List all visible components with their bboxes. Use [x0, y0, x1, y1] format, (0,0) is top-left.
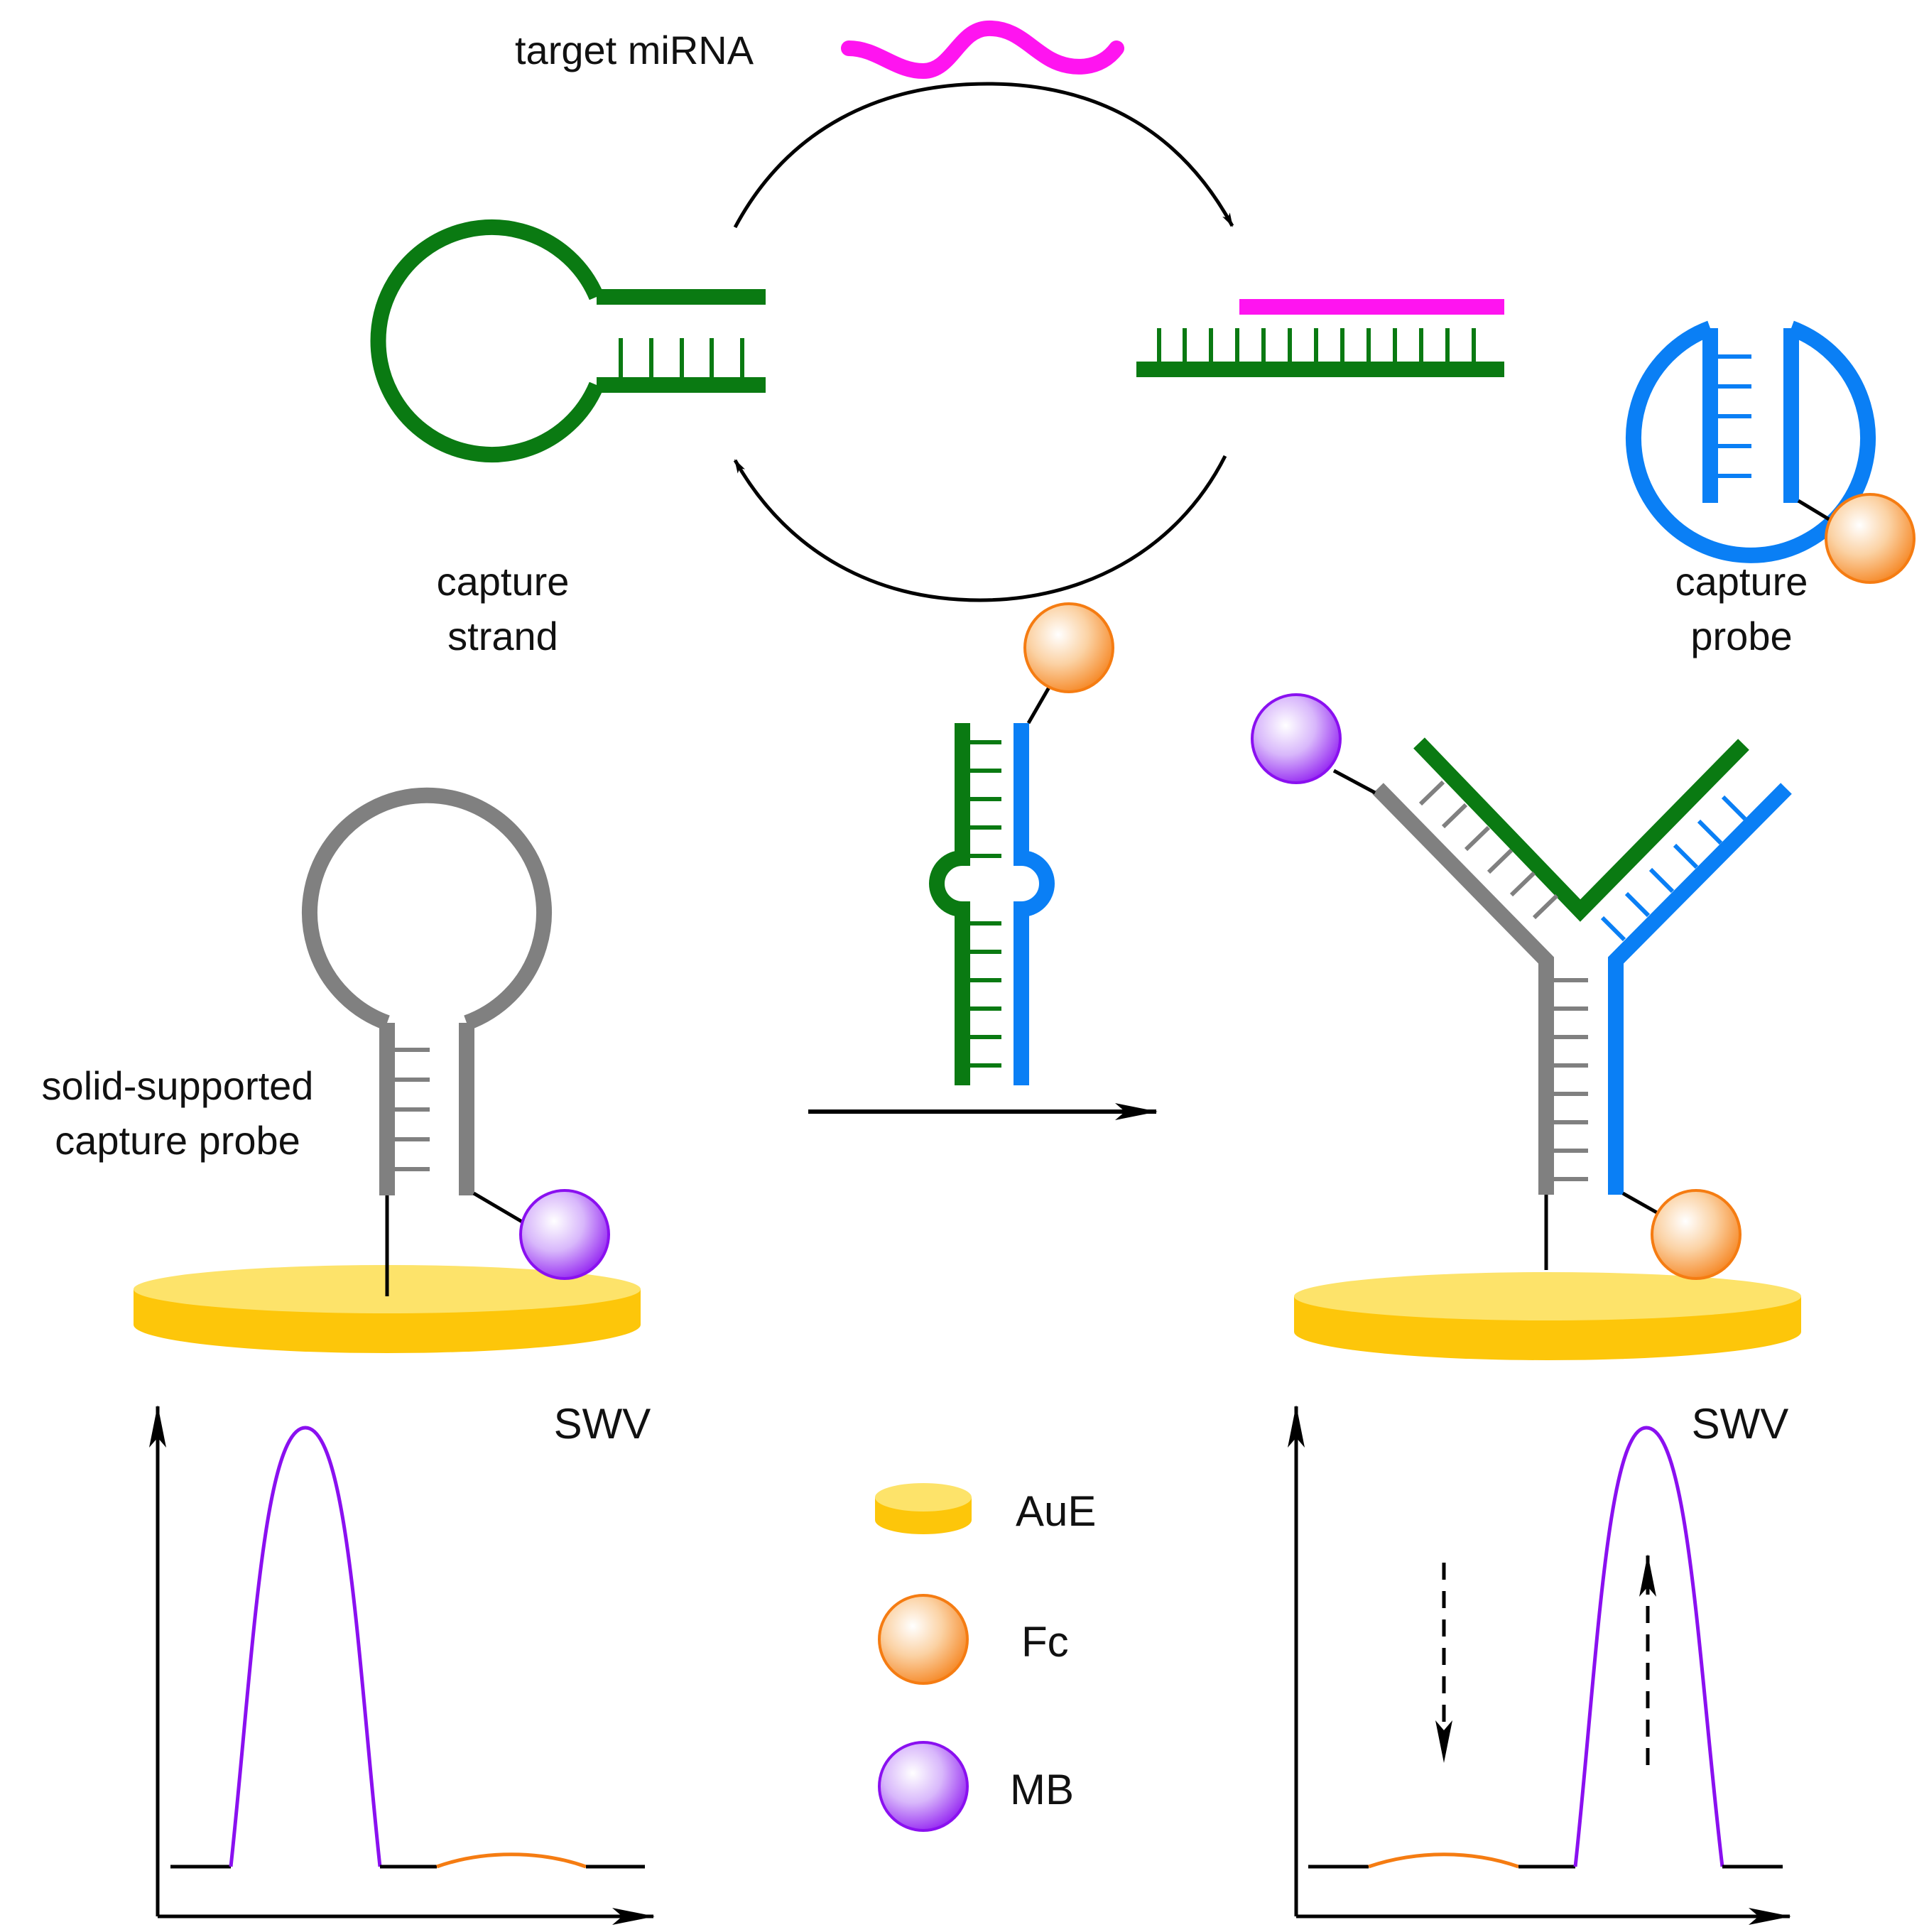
fc-ball	[1651, 1189, 1741, 1280]
mb-ball	[519, 1189, 610, 1280]
legend-mb-ball	[878, 1741, 969, 1832]
legend-fc-label: Fc	[1021, 1618, 1069, 1666]
capture-probe-label-2: probe	[1690, 614, 1792, 658]
solid-probe-label-2: capture probe	[55, 1118, 300, 1163]
green-blue-duplex	[929, 602, 1114, 1085]
target-mirna-label: target miRNA	[515, 28, 754, 72]
swv-left-label: SWV	[554, 1400, 651, 1448]
solid-probe-label-1: solid-supported	[42, 1063, 314, 1108]
swv-right-label: SWV	[1692, 1400, 1789, 1448]
legend-fc-ball	[878, 1594, 969, 1685]
fc-ball	[1825, 493, 1916, 584]
solid-supported-hairpin	[302, 787, 610, 1296]
gold-electrode-right	[1294, 1272, 1801, 1360]
capture-probe-label-1: capture	[1675, 559, 1808, 604]
target-mirna-strand	[841, 20, 1124, 80]
cycle-arrow-top	[733, 82, 1234, 229]
y-junction-structure	[1251, 693, 1792, 1280]
opened-strand-duplex	[1136, 299, 1504, 377]
mb-ball	[1251, 693, 1342, 784]
cycle-arrow-bottom	[733, 455, 1227, 602]
legend: AuE Fc MB	[875, 1483, 1096, 1832]
swv-plot-left	[149, 1405, 655, 1925]
capture-strand-label-1: capture	[437, 559, 570, 604]
capture-strand-label-2: strand	[447, 614, 558, 658]
gold-electrode-left	[134, 1265, 641, 1353]
legend-mb-label: MB	[1010, 1766, 1074, 1813]
legend-aue	[875, 1483, 972, 1534]
capture-probe-hairpin	[1626, 320, 1916, 584]
fc-ball	[1023, 602, 1114, 693]
legend-aue-label: AuE	[1016, 1487, 1096, 1535]
capture-strand-hairpin	[370, 219, 766, 462]
swv-plot-right	[1288, 1405, 1791, 1925]
